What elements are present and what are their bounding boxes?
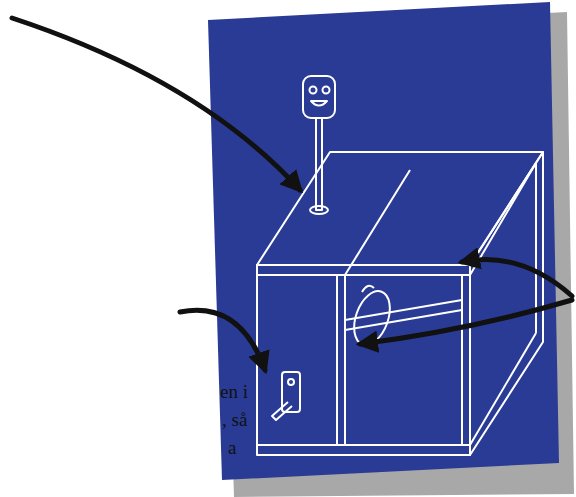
box-front bbox=[257, 265, 470, 455]
box-drawing bbox=[257, 76, 543, 455]
pointer-arrow bbox=[180, 310, 265, 370]
box-end bbox=[470, 152, 543, 455]
rod bbox=[316, 118, 322, 210]
pointer-arrow bbox=[12, 18, 300, 190]
blue-card bbox=[208, 2, 559, 480]
crank-handle bbox=[272, 402, 292, 420]
text-fragment: en i bbox=[220, 382, 248, 401]
pointer-arrow bbox=[462, 260, 572, 296]
smiley-head bbox=[303, 76, 335, 118]
pointer-arrow bbox=[360, 300, 572, 344]
pointer-arrows bbox=[12, 18, 572, 370]
box-top bbox=[257, 152, 543, 265]
text-fragment: a bbox=[228, 438, 236, 457]
text-fragment: , så bbox=[222, 410, 247, 429]
